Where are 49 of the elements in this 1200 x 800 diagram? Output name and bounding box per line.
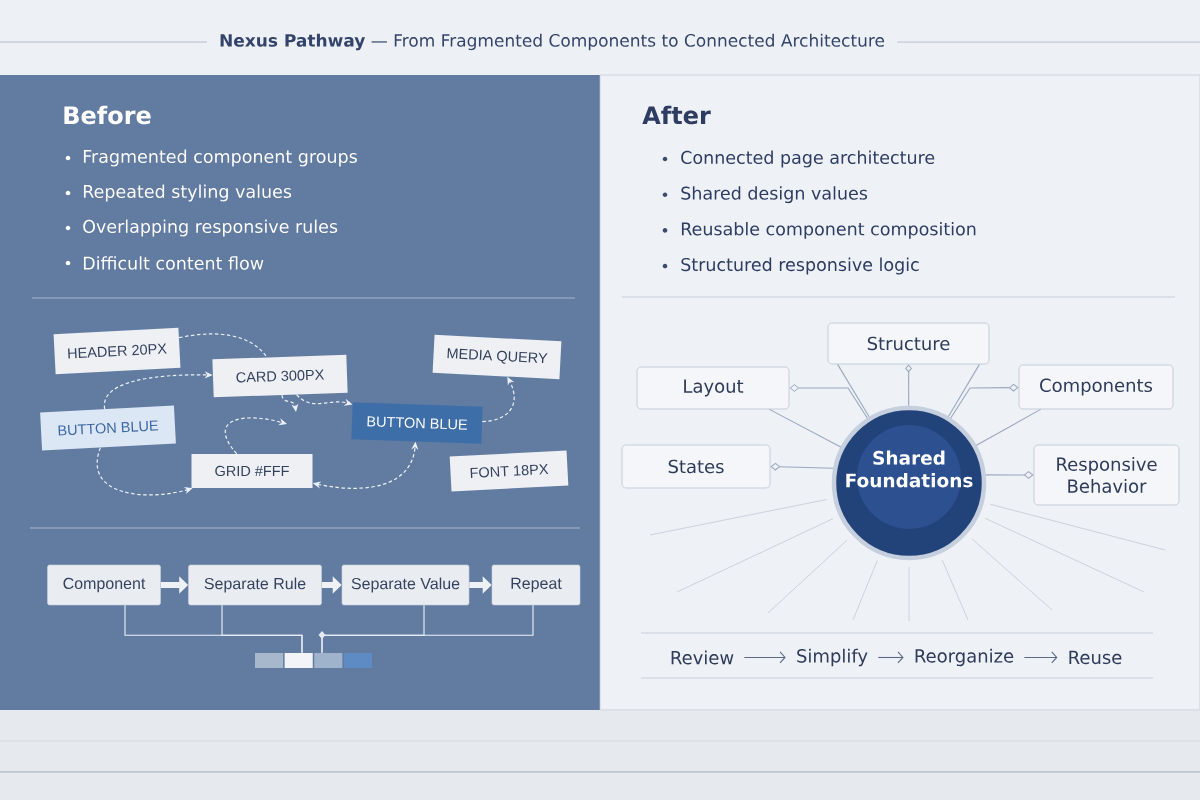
concept-box: States bbox=[621, 444, 771, 489]
bullet-text: Difficult content flow bbox=[83, 256, 264, 270]
panel-heading: After bbox=[642, 105, 711, 125]
connector-line bbox=[321, 604, 534, 654]
process-box: Component bbox=[47, 564, 161, 606]
connector-line bbox=[975, 408, 1042, 446]
bullet-text: Overlapping responsive rules bbox=[83, 219, 338, 237]
arrow bbox=[743, 651, 786, 664]
bullet-text: Shared design values bbox=[681, 186, 868, 204]
sticky-note: BUTTON BLUE bbox=[40, 405, 176, 451]
connector-line bbox=[768, 408, 842, 448]
connector-line bbox=[770, 462, 834, 471]
sticky-note: FONT 18PX bbox=[449, 450, 569, 492]
process-box: Repeat bbox=[491, 564, 581, 606]
title: Nexus Pathway — From Fragmented Components to Connected Architecture bbox=[220, 33, 885, 51]
connector-line bbox=[985, 471, 1034, 479]
connector-line bbox=[221, 604, 303, 654]
concept-box: Structure bbox=[827, 322, 990, 365]
connector-line bbox=[789, 384, 868, 419]
bullet-text: Reusable component composition bbox=[681, 221, 976, 239]
step-label: Reuse bbox=[1069, 650, 1122, 665]
concept-box: Responsive Behavior bbox=[1033, 444, 1180, 506]
connector-line bbox=[837, 363, 870, 418]
process-box: Separate Value bbox=[341, 564, 470, 606]
arrow bbox=[1023, 651, 1058, 664]
bullet-text: Fragmented component groups bbox=[83, 149, 357, 167]
sticky-note: CARD 300PX bbox=[212, 354, 348, 398]
bullet-text: Structured responsive logic bbox=[681, 257, 919, 275]
step-label: Reorganize bbox=[915, 648, 1014, 667]
dashed-arrow bbox=[281, 394, 299, 412]
dashed-line bbox=[178, 333, 268, 358]
panel-heading: Before bbox=[64, 105, 151, 125]
process-box: Separate Rule bbox=[188, 564, 322, 606]
step-label: Simplify bbox=[797, 648, 868, 667]
hub-label: Shared Foundations bbox=[846, 450, 973, 488]
sticky-note: HEADER 20PX bbox=[53, 327, 181, 375]
connector-line bbox=[905, 364, 912, 407]
concept-box: Layout bbox=[636, 366, 790, 410]
connector-line bbox=[947, 363, 980, 418]
bullet-text: Connected page architecture bbox=[681, 150, 935, 168]
step-label: Review bbox=[671, 650, 734, 665]
sticky-note: GRID #FFF bbox=[191, 454, 313, 488]
arrow bbox=[877, 651, 904, 664]
sticky-note: MEDIA QUERY bbox=[432, 334, 562, 380]
bullet-text: Repeated styling values bbox=[83, 184, 292, 202]
connector-line bbox=[950, 383, 1019, 419]
sticky-note: BUTTON BLUE bbox=[351, 402, 483, 444]
dashed-arrow bbox=[224, 417, 287, 455]
concept-box: Components bbox=[1018, 364, 1174, 410]
